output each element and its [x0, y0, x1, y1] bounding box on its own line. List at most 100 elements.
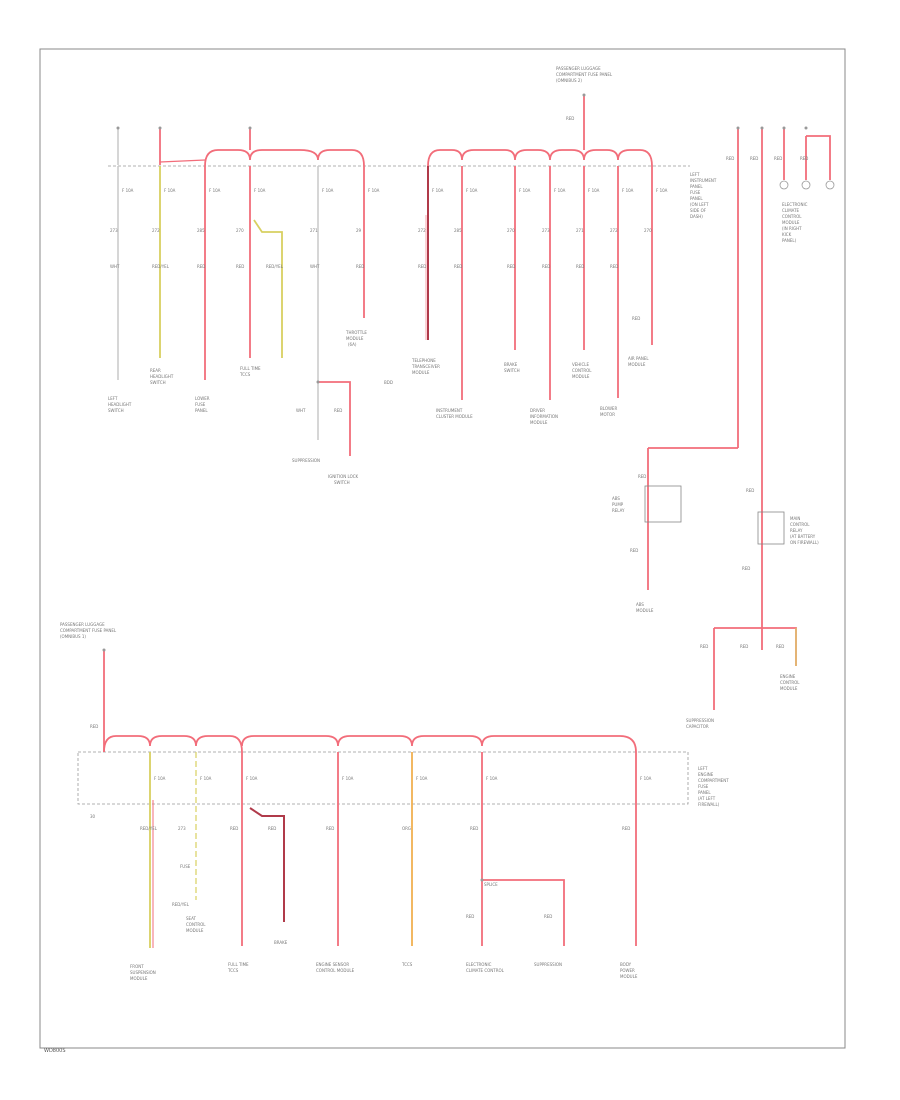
diagram-frame — [39, 48, 846, 1049]
svg-text:THROTTLE: THROTTLE — [345, 330, 367, 335]
bottom-fuse-box: PASSENGER LUGGAGE COMPARTMENT FUSE PANEL… — [60, 622, 729, 807]
svg-text:272: 272 — [610, 228, 618, 233]
svg-text:RED: RED — [622, 826, 630, 831]
svg-text:BRAKE: BRAKE — [504, 362, 518, 367]
svg-text:FULL TIME: FULL TIME — [228, 962, 249, 967]
svg-text:(6A): (6A) — [348, 342, 357, 347]
svg-text:RELAY: RELAY — [790, 528, 803, 533]
svg-text:SUSPENSION: SUSPENSION — [130, 970, 156, 975]
svg-text:REAR: REAR — [150, 368, 161, 373]
svg-text:CONTROL: CONTROL — [186, 922, 206, 927]
svg-text:COMPARTMENT FUSE PANEL: COMPARTMENT FUSE PANEL — [60, 628, 117, 633]
svg-text:(IN RIGHT: (IN RIGHT — [782, 226, 802, 231]
svg-text:(AT BATTERY: (AT BATTERY — [790, 534, 816, 539]
svg-text:CLIMATE CONTROL: CLIMATE CONTROL — [466, 968, 505, 973]
svg-text:FIREWALL): FIREWALL) — [698, 802, 720, 807]
svg-text:272: 272 — [152, 228, 160, 233]
svg-text:RED: RED — [470, 826, 478, 831]
svg-text:SWITCH: SWITCH — [334, 480, 350, 485]
svg-text:SPLICE: SPLICE — [484, 882, 498, 887]
svg-text:PANEL: PANEL — [195, 408, 208, 413]
svg-text:BRAKE: BRAKE — [274, 940, 288, 945]
svg-text:LEFT: LEFT — [690, 172, 700, 177]
svg-text:FULL TIME: FULL TIME — [240, 366, 261, 371]
svg-text:F 10A: F 10A — [246, 776, 258, 781]
svg-text:INSTRUMENT: INSTRUMENT — [690, 178, 717, 183]
svg-text:CONTROL: CONTROL — [780, 680, 800, 685]
svg-text:RED: RED — [746, 488, 754, 493]
svg-text:LOWER: LOWER — [195, 396, 210, 401]
svg-text:30: 30 — [90, 814, 96, 819]
svg-text:F 10A: F 10A — [466, 188, 478, 193]
svg-text:RED/YEL: RED/YEL — [140, 826, 158, 831]
svg-text:285: 285 — [197, 228, 205, 233]
svg-text:CLIMATE: CLIMATE — [782, 208, 800, 213]
svg-text:TCCS: TCCS — [239, 372, 251, 377]
svg-text:FUSE: FUSE — [698, 784, 709, 789]
svg-text:FUSE: FUSE — [180, 864, 191, 869]
svg-text:ABS: ABS — [636, 602, 644, 607]
svg-text:MOTOR: MOTOR — [600, 412, 615, 417]
svg-text:ORG: ORG — [402, 826, 411, 831]
svg-text:MODULE: MODULE — [346, 336, 364, 341]
svg-text:RED: RED — [700, 644, 708, 649]
svg-text:RED: RED — [750, 156, 758, 161]
svg-text:RED/YEL: RED/YEL — [266, 264, 284, 269]
svg-text:RED: RED — [418, 264, 426, 269]
svg-text:SEAT: SEAT — [186, 916, 196, 921]
svg-text:RED: RED — [454, 264, 462, 269]
svg-text:LEFT: LEFT — [698, 766, 708, 771]
svg-text:RED: RED — [800, 156, 808, 161]
svg-text:BLOWER: BLOWER — [600, 406, 617, 411]
svg-text:F 10A: F 10A — [486, 776, 498, 781]
svg-text:RED: RED — [466, 914, 474, 919]
svg-text:POWER: POWER — [620, 968, 635, 973]
svg-text:PANEL: PANEL — [690, 196, 703, 201]
svg-text:MODULE: MODULE — [780, 686, 798, 691]
svg-text:INFORMATION: INFORMATION — [530, 414, 558, 419]
svg-text:272: 272 — [418, 228, 426, 233]
svg-text:RED: RED — [576, 264, 584, 269]
svg-text:AIR PANEL: AIR PANEL — [628, 356, 649, 361]
svg-text:COMPARTMENT FUSE PANEL: COMPARTMENT FUSE PANEL — [556, 72, 613, 77]
svg-text:ELECTRONIC: ELECTRONIC — [782, 202, 808, 207]
svg-text:BODY: BODY — [620, 962, 632, 967]
svg-text:MAIN: MAIN — [790, 516, 800, 521]
svg-text:PANEL: PANEL — [690, 184, 703, 189]
right-fuse-group: RED RED RED RED ELECTRONIC CLIMATE CONTR… — [612, 126, 835, 729]
svg-text:F 10A: F 10A — [200, 776, 212, 781]
svg-text:BDD: BDD — [384, 380, 393, 385]
svg-text:F 10A: F 10A — [416, 776, 428, 781]
svg-text:F 10A: F 10A — [432, 188, 444, 193]
svg-text:RED/YEL: RED/YEL — [172, 902, 190, 907]
svg-text:SUPPRESSION: SUPPRESSION — [292, 458, 320, 463]
svg-text:29: 29 — [356, 228, 362, 233]
svg-text:F 10A: F 10A — [209, 188, 221, 193]
svg-text:F 10A: F 10A — [519, 188, 531, 193]
svg-text:SUPPRESSION: SUPPRESSION — [686, 718, 714, 723]
svg-text:SWITCH: SWITCH — [150, 380, 166, 385]
svg-text:RED: RED — [197, 264, 205, 269]
svg-text:F 10A: F 10A — [622, 188, 634, 193]
svg-text:RED: RED — [740, 644, 748, 649]
svg-text:RED: RED — [542, 264, 550, 269]
svg-text:F 10A: F 10A — [656, 188, 668, 193]
svg-text:IGNITION LOCK: IGNITION LOCK — [328, 474, 359, 479]
svg-text:RED: RED — [630, 548, 638, 553]
svg-text:TCCS: TCCS — [401, 962, 413, 967]
svg-text:RED: RED — [742, 566, 750, 571]
svg-text:RED: RED — [90, 724, 98, 729]
svg-text:RED: RED — [334, 408, 342, 413]
svg-text:RED: RED — [268, 826, 276, 831]
top-fuse-wires: F 10A 273 WHT LEFT HEADLIGHT SWITCH F 10… — [108, 166, 668, 485]
svg-text:273: 273 — [542, 228, 550, 233]
svg-text:CONTROL: CONTROL — [782, 214, 802, 219]
svg-text:DRIVER: DRIVER — [530, 408, 545, 413]
svg-text:TCCS: TCCS — [227, 968, 239, 973]
svg-text:(OMNIBUS 1): (OMNIBUS 1) — [60, 634, 86, 639]
svg-text:MODULE: MODULE — [530, 420, 548, 425]
svg-text:SIDE OF: SIDE OF — [690, 208, 707, 213]
svg-text:273: 273 — [178, 826, 186, 831]
footer-code: WD800S — [44, 1048, 66, 1054]
